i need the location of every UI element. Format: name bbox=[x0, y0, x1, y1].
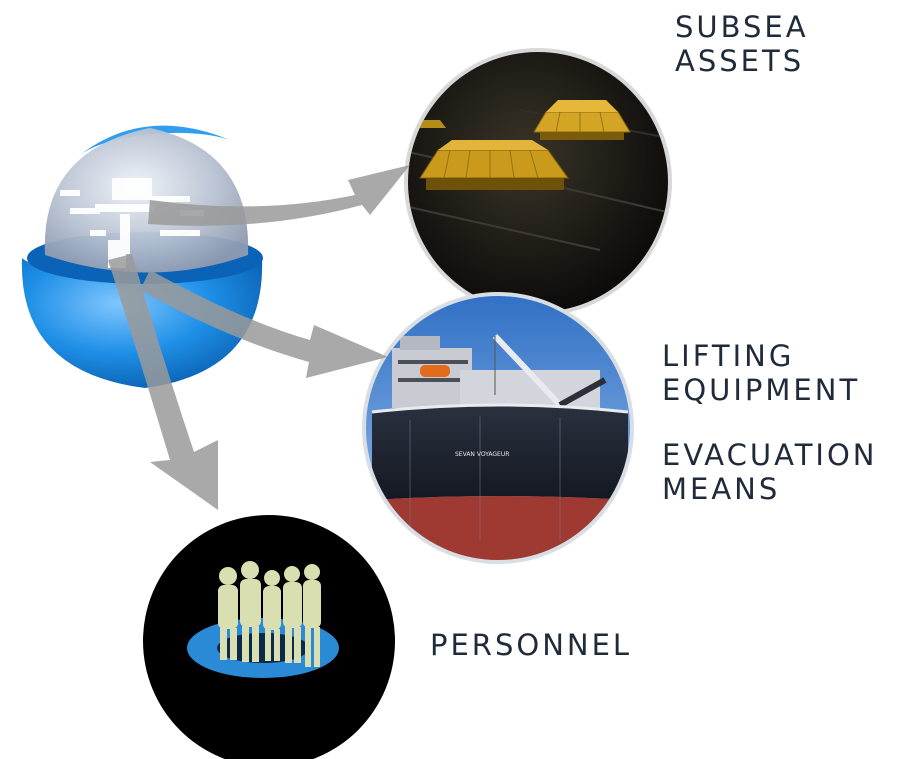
label-personnel-text: PERSONNEL bbox=[430, 628, 633, 662]
vessel-name-text: SEVAN VOYAGEUR bbox=[455, 451, 509, 458]
label-evacuation-means: EVACUATION MEANS bbox=[662, 438, 877, 506]
label-personnel: PERSONNEL bbox=[430, 628, 632, 662]
label-evacuation-line2: MEANS bbox=[662, 472, 781, 506]
people-silhouettes-icon bbox=[218, 561, 321, 667]
arrow-to-personnel bbox=[108, 254, 218, 510]
label-lifting-line1: LIFTING bbox=[662, 339, 795, 373]
arrows bbox=[108, 165, 410, 510]
label-evacuation-line1: EVACUATION bbox=[662, 438, 878, 472]
label-subsea-line2: ASSETS bbox=[675, 44, 805, 78]
lifeboat-icon bbox=[420, 365, 450, 377]
label-subsea-line1: SUBSEA bbox=[675, 10, 809, 44]
personnel-image bbox=[143, 515, 395, 759]
label-lifting-equipment: LIFTING EQUIPMENT bbox=[662, 339, 860, 407]
subsea-assets-image bbox=[404, 48, 672, 316]
arrow-to-vessel bbox=[140, 270, 388, 378]
label-lifting-line2: EQUIPMENT bbox=[662, 373, 861, 407]
arrow-to-subsea bbox=[148, 165, 410, 226]
lifting-equipment-vessel-image: SEVAN VOYAGEUR bbox=[362, 292, 634, 564]
label-subsea-assets: SUBSEA ASSETS bbox=[675, 10, 809, 78]
